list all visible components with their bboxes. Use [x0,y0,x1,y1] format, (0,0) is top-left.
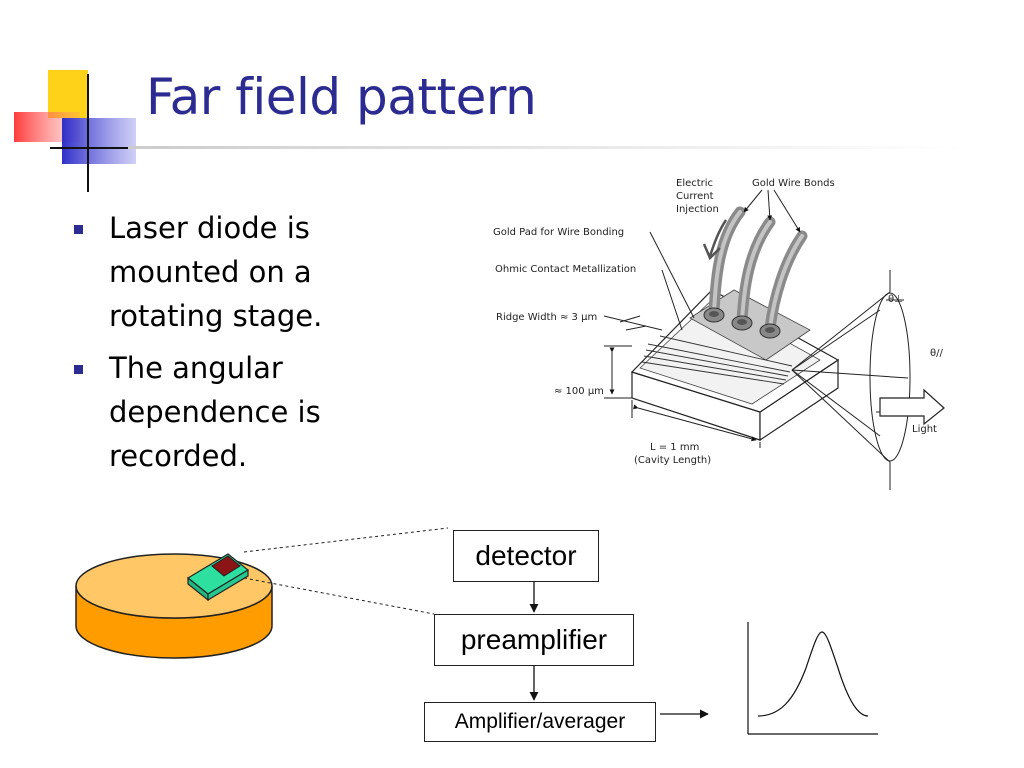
label-gold-wire-bonds: Gold Wire Bonds [752,178,835,189]
bullet-text: Laser diode is mounted on a rotating sta… [109,211,323,333]
stage-top [75,553,273,619]
plot-curve [757,631,869,717]
label-theta-par: θ// [930,348,943,359]
detector-box: detector [453,530,599,582]
title-decoration [14,70,136,192]
square-bullet-icon [74,365,83,374]
amplifier-averager-box: Amplifier/averager [424,702,656,742]
label-light: Light [912,424,937,435]
gold-wire-bonds [703,206,808,339]
preamplifier-box: preamplifier [434,614,634,666]
page-title: Far field pattern [146,68,537,126]
laser-mount [186,553,250,602]
laser-chip [211,555,241,577]
label-theta-perp: θ⊥ [888,294,903,305]
label-height: ≈ 100 μm [554,386,604,397]
bullet-item: Laser diode is mounted on a rotating sta… [72,206,402,338]
light-arrow [879,388,945,426]
bullet-text: The angular dependence is recorded. [109,351,321,473]
far-field-plot [747,622,878,735]
title-underline [128,146,964,149]
bullet-list: Laser diode is mounted on a rotating sta… [72,206,402,486]
height-dimension [604,345,632,399]
square-bullet-icon [74,225,83,234]
label-electric: Electric [676,178,713,189]
length-dimension [631,400,761,448]
ridge-width-dimension [619,315,647,331]
label-ridge-width: Ridge Width ≈ 3 μm [496,312,597,323]
bullet-item: The angular dependence is recorded. [72,346,402,478]
beam-line-bottom [243,577,435,615]
beam-cone [791,270,911,490]
beam-line-top [243,527,449,553]
label-cavity: (Cavity Length) [634,455,711,466]
label-ohmic-contact: Ohmic Contact Metallization [495,264,636,275]
leader-lines [603,189,801,331]
laser-diode-diagram: Electric Current Injection Gold Wire Bon… [493,178,945,490]
label-current: Current [676,191,714,202]
label-injection: Injection [676,204,719,215]
label-gold-pad: Gold Pad for Wire Bonding [493,227,624,238]
ridge-stripes [641,335,793,385]
rotating-stage [75,527,449,659]
flow-connectors [529,582,709,719]
label-length: L = 1 mm [650,442,699,453]
current-arrow [702,219,728,261]
